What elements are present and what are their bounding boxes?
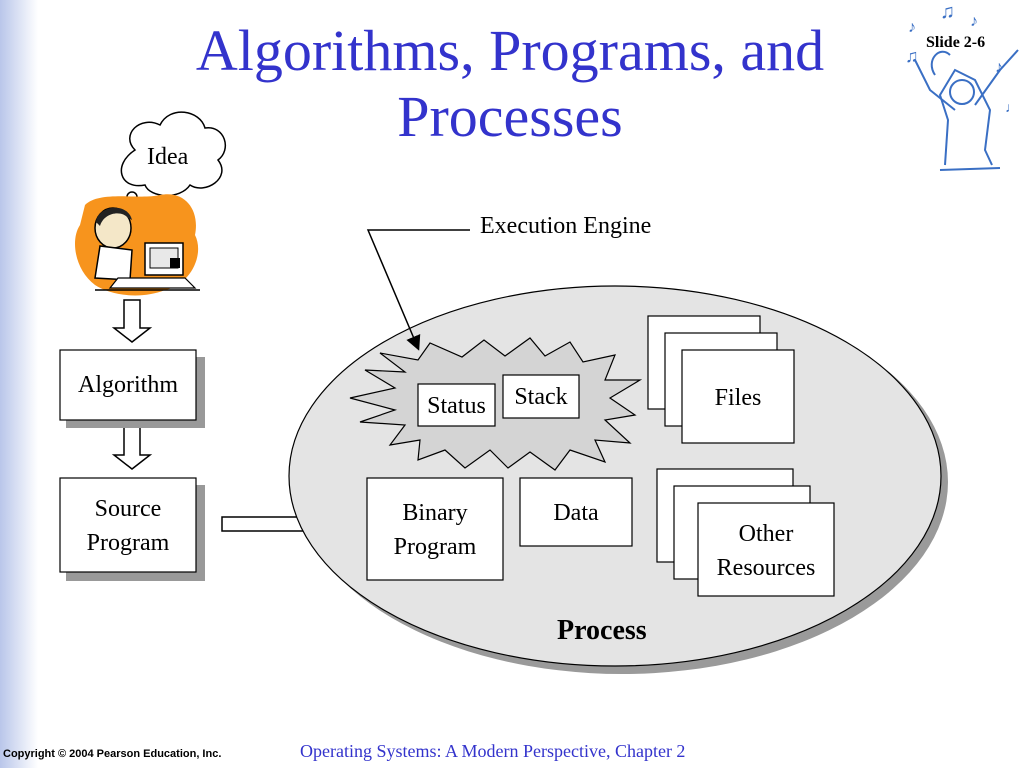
process-label: Process <box>557 615 647 646</box>
execution-engine-callout-line <box>366 229 470 351</box>
stack-label: Stack <box>514 384 568 410</box>
binary-program-box <box>366 477 504 581</box>
idea-label: Idea <box>147 144 189 170</box>
svg-text:♫: ♫ <box>940 1 955 23</box>
svg-text:♪: ♪ <box>908 19 916 36</box>
down-arrow-to-algorithm <box>111 299 153 343</box>
other-resources-label: Other Resources <box>698 517 834 585</box>
binary-program-line-2: Program <box>393 534 477 560</box>
other-resources-line-1: Other <box>738 521 794 547</box>
down-arrow-to-source-program <box>111 426 153 470</box>
svg-text:♩: ♩ <box>1005 101 1019 116</box>
svg-text:♪: ♪ <box>995 59 1003 76</box>
source-program-line-2: Program <box>86 530 170 556</box>
files-box <box>681 349 795 444</box>
source-program-line-1: Source <box>94 496 162 522</box>
binary-program-label: Binary Program <box>367 496 503 564</box>
process-ellipse <box>288 285 942 667</box>
left-sidebar-band <box>0 0 38 768</box>
music-conductor-clipart: ♪ ♫ ♪ ♫ ♪ ♩ <box>905 1 1019 171</box>
footer-book-title: Operating Systems: A Modern Perspective,… <box>300 741 686 761</box>
stack-box <box>502 374 580 419</box>
svg-text:♪: ♪ <box>970 13 978 30</box>
files-label: Files <box>714 385 762 411</box>
source-program-label: Source Program <box>60 492 196 560</box>
footer-copyright: Copyright © 2004 Pearson Education, Inc. <box>3 748 222 760</box>
status-box <box>417 383 496 427</box>
svg-text:♫: ♫ <box>905 46 919 66</box>
status-label: Status <box>427 393 486 419</box>
slide-number: Slide 2-6 <box>926 34 986 51</box>
algorithm-box <box>59 349 197 421</box>
slide-title: Algorithms, Programs, and Processes <box>150 18 870 150</box>
other-resources-box <box>697 502 835 597</box>
data-box <box>519 477 633 547</box>
binary-program-line-1: Binary <box>402 500 468 526</box>
slide-title-line-1: Algorithms, Programs, and <box>195 18 825 83</box>
source-program-box <box>59 477 197 573</box>
other-resources-line-2: Resources <box>716 555 816 581</box>
execution-engine-label: Execution Engine <box>480 213 652 239</box>
data-label: Data <box>553 500 599 526</box>
slide-title-line-2: Processes <box>397 84 623 149</box>
person-at-computer-clipart <box>75 194 200 296</box>
algorithm-label: Algorithm <box>78 372 178 398</box>
